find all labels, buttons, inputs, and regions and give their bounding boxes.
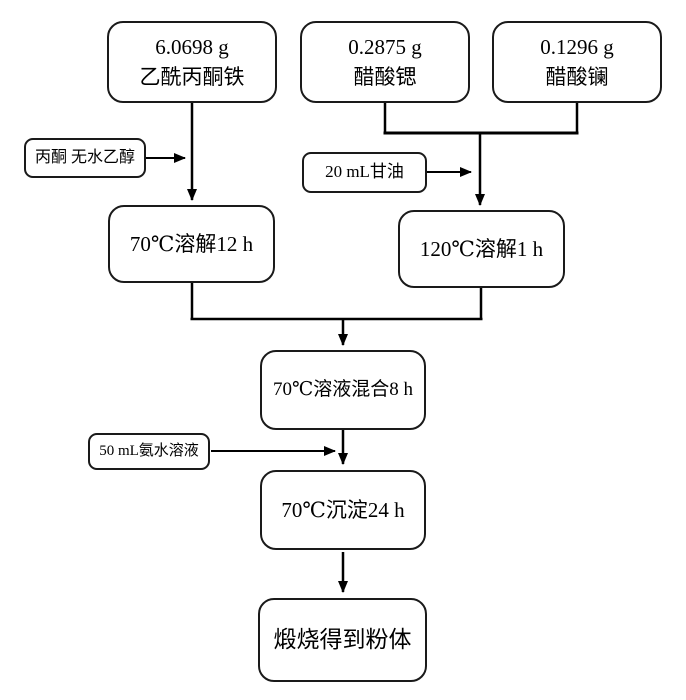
node-strontium-amount: 0.2875 g: [348, 34, 422, 59]
node-acetone-ethanol: 丙酮 无水乙醇: [24, 138, 146, 178]
node-dissolve-120c-1h: 120℃溶解1 h: [398, 210, 565, 288]
node-dissolve-70c-12h: 70℃溶解12 h: [108, 205, 275, 283]
node-precipitate-label: 70℃沉淀24 h: [281, 497, 405, 522]
node-mix-solution-70c-8h: 70℃溶液混合8 h: [260, 350, 426, 430]
node-iron-name: 乙酰丙酮铁: [139, 65, 245, 89]
node-strontium-acetate: 0.2875 g 醋酸锶: [300, 21, 470, 103]
node-lanthanum-name: 醋酸镧: [545, 65, 609, 89]
node-glycerol: 20 mL甘油: [302, 152, 427, 193]
node-lanthanum-acetate: 0.1296 g 醋酸镧: [492, 21, 662, 103]
node-iron-amount: 6.0698 g: [155, 34, 229, 59]
node-glycerol-label: 20 mL甘油: [325, 162, 404, 182]
node-iron-acetylacetonate: 6.0698 g 乙酰丙酮铁: [107, 21, 277, 103]
node-lanthanum-amount: 0.1296 g: [540, 34, 614, 59]
node-acetone-ethanol-label: 丙酮 无水乙醇: [34, 149, 135, 167]
node-dissolve120-label: 120℃溶解1 h: [419, 236, 544, 261]
node-calcine-label: 煅烧得到粉体: [273, 627, 412, 653]
node-strontium-name: 醋酸锶: [353, 65, 417, 89]
node-dissolve70-label: 70℃溶解12 h: [129, 231, 254, 256]
node-precipitate-70c-24h: 70℃沉淀24 h: [260, 470, 426, 550]
node-calcine-powder: 煅烧得到粉体: [258, 598, 427, 682]
node-ammonia-label: 50 mL氨水溶液: [99, 442, 199, 459]
node-ammonia-solution: 50 mL氨水溶液: [88, 433, 210, 470]
node-mix-label: 70℃溶液混合8 h: [272, 379, 413, 401]
